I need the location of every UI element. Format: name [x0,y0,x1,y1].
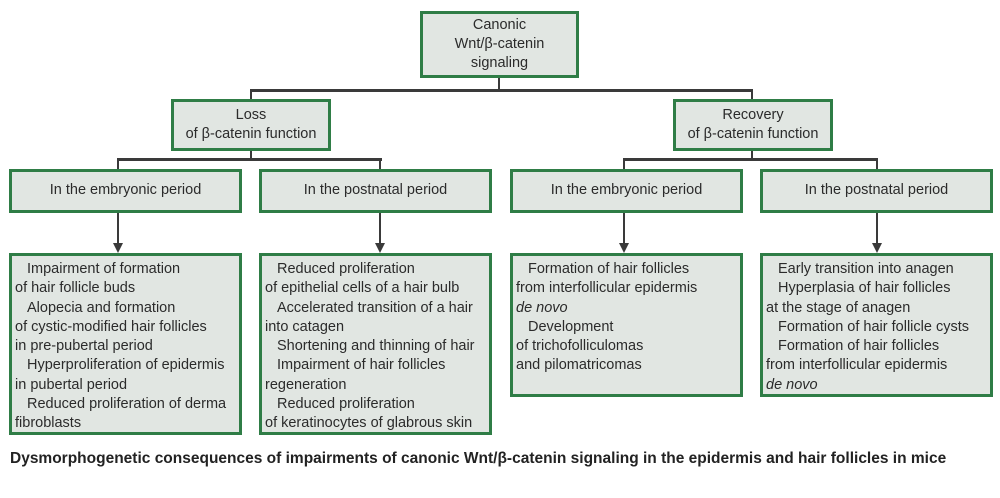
loss-line: Loss [235,106,267,123]
period-label: In the embryonic period [49,182,202,199]
recovery-line: of β-catenin function [687,126,819,142]
detail-line: Alopecia and formation [27,299,176,316]
figure-caption: Dysmorphogenetic consequences of impairm… [10,450,947,467]
loss-postnatal-details: Reduced proliferation of epithelial cell… [259,253,492,435]
detail-line: into catagen [265,318,345,335]
detail-line: Reduced proliferation of derma [27,396,227,413]
detail-line: Hyperplasia of hair follicles [778,280,951,297]
detail-line: of hair follicle buds [15,280,136,297]
connector-recovery-left-drop [623,158,625,170]
connector-loss-bar [117,158,382,161]
detail-line: Reduced proliferation [277,261,415,277]
detail-line: of trichofolliculomas [516,338,644,355]
period-label: In the embryonic period [550,182,703,199]
detail-line: Impairment of formation [27,261,181,277]
recovery-line: Recovery [722,106,784,123]
arrowhead-rec-embryonic [619,243,629,253]
detail-line: Hyperproliferation of epidermis [27,357,225,374]
detail-line: Shortening and thinning of hair [277,338,475,355]
root-line: Canonic [472,16,527,33]
detail-line: from interfollicular epidermis [516,280,698,297]
detail-line: Formation of hair follicles [528,261,690,277]
period-label: In the postnatal period [303,182,448,199]
rec-postnatal-details: Early transition into anagen Hyperplasia… [760,253,993,397]
rec-postnatal-node: In the postnatal period [760,169,993,213]
connector-root-to-recovery [751,89,753,100]
detail-line: of keratinocytes of glabrous skin [265,415,473,432]
detail-line: in pre-pubertal period [15,338,153,355]
recovery-node: Recovery of β-catenin function [673,99,833,151]
detail-line: from interfollicular epidermis [766,357,948,374]
connector-recovery-stem [751,150,753,160]
connector-recovery-right-drop [876,158,878,170]
arrowhead-loss-embryonic [113,243,123,253]
detail-line: Formation of hair follicles [778,338,940,355]
root-line: signaling [470,55,529,72]
detail-line: at the stage of anagen [766,299,911,316]
detail-line: Formation of hair follicle cysts [778,318,969,335]
root-line: Wnt/β-catenin [454,35,545,52]
detail-line: Reduced proliferation [277,396,415,413]
rec-embryonic-node: In the embryonic period [510,169,743,213]
arrowhead-rec-postnatal [872,243,882,253]
connector-root-stem [498,77,500,91]
loss-embryonic-details: Impairment of formation of hair follicle… [9,253,242,435]
loss-embryonic-node: In the embryonic period [9,169,242,213]
loss-node: Loss of β-catenin function [171,99,331,151]
detail-line: Accelerated transition of a hair [277,299,473,316]
connector-loss-stem [250,150,252,160]
loss-postnatal-node: In the postnatal period [259,169,492,213]
connector-root-bar [250,89,753,92]
detail-line: and pilomatricomas [516,357,642,374]
detail-line: Impairment of hair follicles [277,357,446,374]
period-label: In the postnatal period [804,182,949,199]
detail-line: Development [528,318,614,335]
connector-loss-left-drop [117,158,119,170]
detail-line: Early transition into anagen [778,261,954,277]
detail-line: de novo [766,376,818,393]
root-node: Canonic Wnt/β-catenin signaling [420,11,579,78]
detail-line: regeneration [265,376,347,393]
connector-recovery-bar [623,158,878,161]
detail-line: in pubertal period [15,376,128,393]
connector-loss-right-drop [379,158,381,170]
arrowhead-loss-postnatal [375,243,385,253]
detail-line: of epithelial cells of a hair bulb [265,280,460,297]
detail-line: of cystic-modified hair follicles [15,318,207,335]
rec-embryonic-details: Formation of hair follicles from interfo… [510,253,743,397]
detail-line: fibroblasts [15,415,82,432]
connector-root-to-loss [250,89,252,100]
detail-line: de novo [516,299,568,316]
loss-line: of β-catenin function [185,126,317,142]
